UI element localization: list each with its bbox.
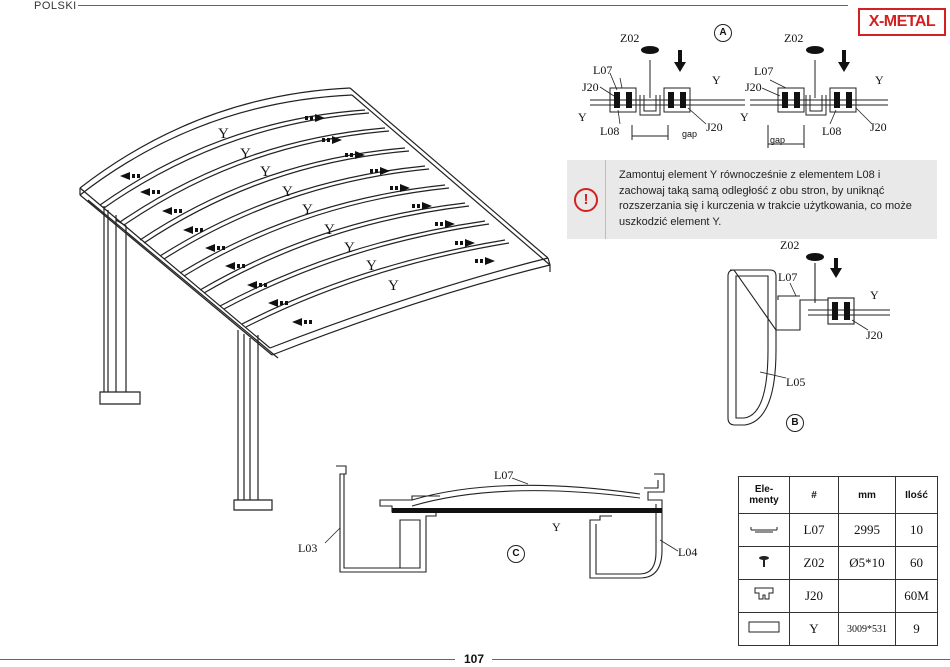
exclamation-circle-icon: ! xyxy=(574,188,598,212)
detail-c-l03-profile xyxy=(336,465,440,573)
detail-a-right-y-right: Y xyxy=(875,73,884,87)
detail-a-left-y-right: Y xyxy=(712,73,721,87)
header-quantity: Ilość xyxy=(895,476,938,514)
detail-c-marker: C xyxy=(507,545,525,563)
parts-table-header: Ele- menty # mm Ilość xyxy=(738,476,938,514)
footer-rule-left xyxy=(0,659,455,660)
detail-c-l07: L07 xyxy=(494,468,514,482)
detail-a-right-z02: Z02 xyxy=(784,31,804,45)
header-elements: Ele- menty xyxy=(738,476,790,514)
left-post xyxy=(99,206,141,405)
language-label: POLSKI xyxy=(34,0,77,12)
profile-l07-icon xyxy=(738,513,790,547)
screw-icon xyxy=(738,546,790,580)
detail-a-right-j20-b: J20 xyxy=(870,120,887,134)
detail-b-l07: L07 xyxy=(778,270,798,284)
roof-label-y-8: Y xyxy=(366,258,377,274)
roof-left-side xyxy=(79,187,279,359)
detail-b-l05: L05 xyxy=(786,375,806,389)
panel-sheet-icon xyxy=(738,612,790,646)
roof-label-y-3: Y xyxy=(260,164,271,180)
page-number: 107 xyxy=(460,652,489,666)
roof-front-beam xyxy=(79,87,353,196)
detail-a-left-z02: Z02 xyxy=(620,31,640,45)
detail-a-left-y-left: Y xyxy=(578,110,587,124)
detail-a-left-j20: J20 xyxy=(582,80,599,94)
roof-label-y-1: Y xyxy=(218,126,229,142)
footer-rule-right xyxy=(492,659,950,660)
roof-label-y-2: Y xyxy=(240,146,251,162)
warning-box: ! Zamontuj element Y równocześnie z elem… xyxy=(567,160,937,239)
detail-a-right-y-left: Y xyxy=(740,110,749,124)
part-size xyxy=(838,579,896,613)
gasket-profile-icon xyxy=(738,579,790,613)
table-row: J20 60M xyxy=(738,579,938,613)
part-id: Z02 xyxy=(789,546,839,580)
warning-text: Zamontuj element Y równocześnie z elemen… xyxy=(619,169,912,228)
detail-a-right-l08: L08 xyxy=(822,124,842,138)
roof-label-y-9: Y xyxy=(388,278,399,294)
detail-b-marker: B xyxy=(786,414,804,432)
part-id: J20 xyxy=(789,579,839,613)
roof-back-beam xyxy=(269,257,551,356)
detail-a-right-j20: J20 xyxy=(745,80,762,94)
part-size: 2995 xyxy=(838,513,896,547)
roof-label-y-7: Y xyxy=(344,240,355,256)
table-row: L07 2995 10 xyxy=(738,513,938,547)
detail-c-l04-profile xyxy=(589,473,665,579)
table-row: Z02 Ø5*10 60 xyxy=(738,546,938,580)
part-qty: 60M xyxy=(895,579,938,613)
detail-c-l03: L03 xyxy=(298,541,318,555)
roof-right-side xyxy=(349,87,551,266)
detail-c-l07-arch xyxy=(411,484,641,507)
detail-a-left-l08: L08 xyxy=(600,124,620,138)
detail-b-y: Y xyxy=(870,288,879,302)
detail-c-y: Y xyxy=(552,520,561,534)
detail-a-left-gap: gap xyxy=(682,129,698,139)
header-number: # xyxy=(789,476,839,514)
brand-logo: X-METAL xyxy=(858,8,946,36)
detail-a-right-gap: gap xyxy=(770,135,786,145)
part-qty: 10 xyxy=(895,513,938,547)
detail-a-left-j20-b: J20 xyxy=(706,120,723,134)
detail-a-right-l07: L07 xyxy=(754,64,774,78)
right-post xyxy=(233,330,273,511)
part-id: L07 xyxy=(789,513,839,547)
roof-label-y-5: Y xyxy=(302,202,313,218)
part-qty: 60 xyxy=(895,546,938,580)
part-size: Ø5*10 xyxy=(838,546,896,580)
header-mm: mm xyxy=(838,476,896,514)
roof-label-y-6: Y xyxy=(324,222,335,238)
header-rule xyxy=(78,5,848,6)
roof-label-y-4: Y xyxy=(282,184,293,200)
part-size: 3009*531 xyxy=(838,612,896,646)
part-id: Y xyxy=(789,612,839,646)
detail-c-l04: L04 xyxy=(678,545,698,559)
table-row: Y 3009*531 9 xyxy=(738,612,938,646)
detail-b-j20: J20 xyxy=(866,328,883,342)
detail-b-z02: Z02 xyxy=(780,238,800,252)
detail-b-l05-profile xyxy=(727,269,828,426)
parts-table: Ele- menty # mm Ilość L07 2995 10 Z02 Ø5… xyxy=(738,476,938,646)
part-qty: 9 xyxy=(895,612,938,646)
detail-a-marker: A xyxy=(714,24,732,42)
detail-a-left-l07: L07 xyxy=(593,63,613,77)
